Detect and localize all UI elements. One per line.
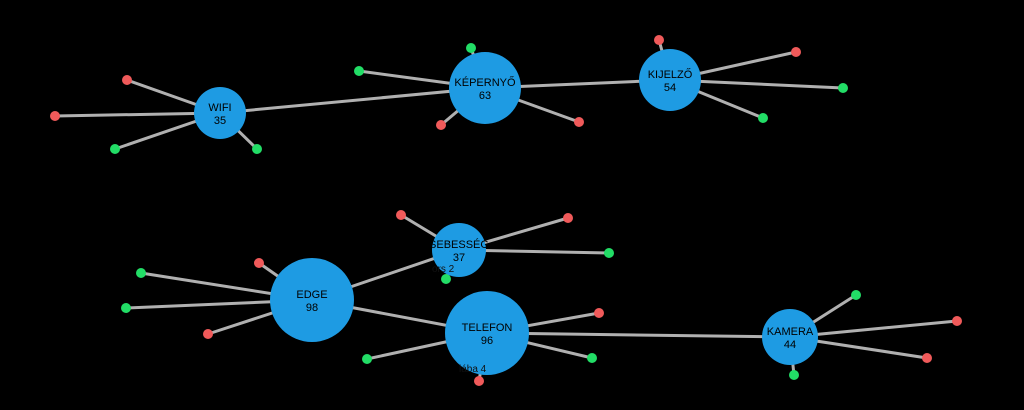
leaf-node-positive[interactable] — [252, 144, 262, 154]
hub-label: SEBESSÉG — [429, 238, 489, 251]
leaf-node-positive[interactable] — [851, 290, 861, 300]
leaf-node-positive[interactable] — [136, 268, 146, 278]
leaf-node-positive[interactable] — [789, 370, 799, 380]
leaf-node-negative[interactable] — [654, 35, 664, 45]
hub-circle[interactable] — [762, 309, 818, 365]
fragment-label: ors 2 — [432, 264, 455, 275]
hub-circle[interactable] — [449, 52, 521, 124]
leaf-node-negative[interactable] — [122, 75, 132, 85]
hub-circle[interactable] — [432, 223, 486, 277]
leaf-node-positive[interactable] — [354, 66, 364, 76]
leaf-node-positive[interactable] — [121, 303, 131, 313]
leaf-node-negative[interactable] — [563, 213, 573, 223]
leaf-node-positive[interactable] — [466, 43, 476, 53]
hub-count: 37 — [453, 252, 465, 264]
hub-count: 96 — [481, 335, 493, 347]
hubs-layer: WIFI35KÉPERNYŐ63KIJELZŐ54SEBESSÉG37EDGE9… — [194, 49, 818, 375]
leaf-node-positive[interactable] — [758, 113, 768, 123]
hub-label: KÉPERNYŐ — [454, 75, 516, 89]
fragment-label: lába 4 — [459, 364, 487, 375]
spoke-wifi — [53, 111, 222, 118]
leaf-node-negative[interactable] — [922, 353, 932, 363]
leaves-layer — [50, 35, 962, 386]
leaf-node-negative[interactable] — [396, 210, 406, 220]
hub-count: 98 — [306, 302, 318, 314]
leaf-node-positive[interactable] — [441, 274, 451, 284]
leaf-node-positive[interactable] — [604, 248, 614, 258]
leaf-node-negative[interactable] — [952, 316, 962, 326]
hub-link-wifi-kepernyo — [218, 86, 487, 115]
hub-count: 63 — [479, 90, 491, 102]
hub-label: KIJELZŐ — [648, 67, 693, 81]
leaf-node-negative[interactable] — [254, 258, 264, 268]
hub-link-telefon-kamera — [485, 331, 792, 339]
hub-label: TELEFON — [462, 322, 513, 334]
leaf-node-positive[interactable] — [362, 354, 372, 364]
leaf-node-negative[interactable] — [50, 111, 60, 121]
leaf-node-positive[interactable] — [587, 353, 597, 363]
hub-label: WIFI — [208, 102, 231, 114]
hub-circle[interactable] — [639, 49, 701, 111]
hub-label: EDGE — [296, 289, 327, 301]
leaf-node-negative[interactable] — [791, 47, 801, 57]
leaf-node-positive[interactable] — [110, 144, 120, 154]
hub-circle[interactable] — [270, 258, 354, 342]
labels-layer: ors 2 lába 4 — [432, 264, 487, 375]
hub-label: KAMERA — [767, 326, 814, 338]
leaf-node-negative[interactable] — [203, 329, 213, 339]
leaf-node-negative[interactable] — [574, 117, 584, 127]
leaf-node-negative[interactable] — [436, 120, 446, 130]
hub-circle[interactable] — [445, 291, 529, 375]
hub-count: 54 — [664, 82, 676, 94]
leaf-node-negative[interactable] — [594, 308, 604, 318]
hub-count: 35 — [214, 115, 226, 127]
hub-count: 44 — [784, 339, 796, 351]
hub-circle[interactable] — [194, 87, 246, 139]
leaf-node-negative[interactable] — [474, 376, 484, 386]
leaf-node-positive[interactable] — [838, 83, 848, 93]
